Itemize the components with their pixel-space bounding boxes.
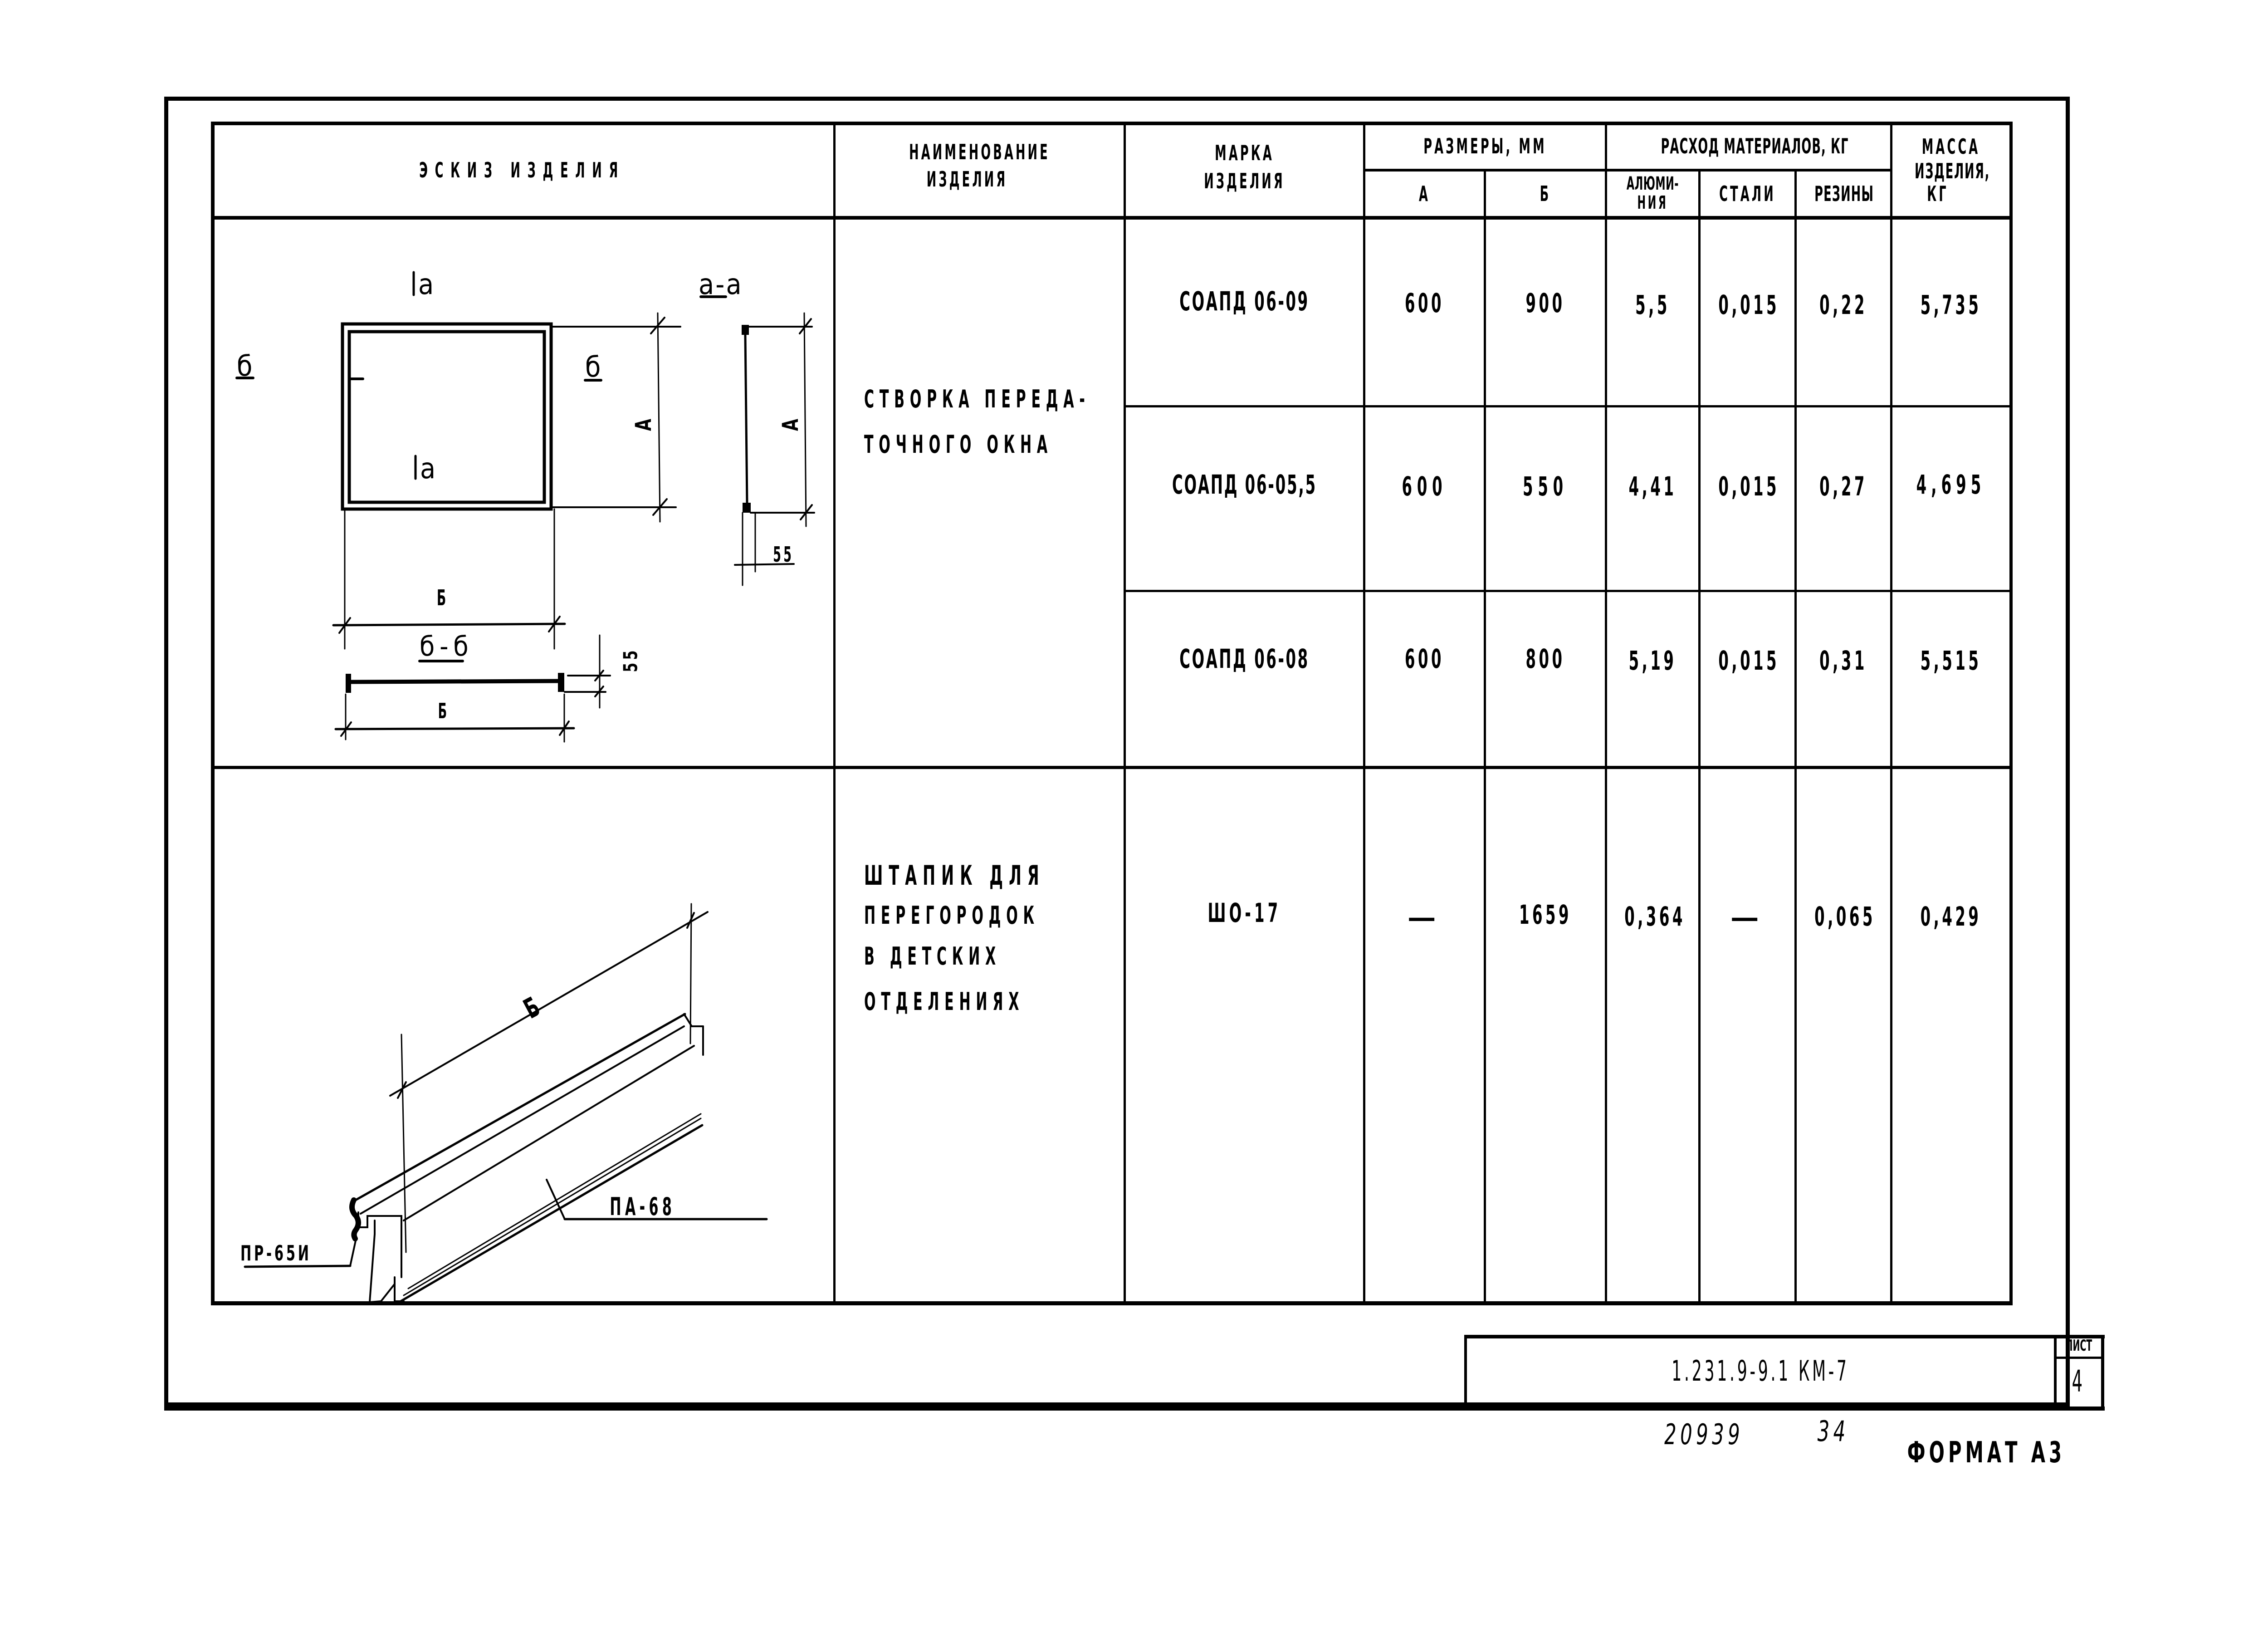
header-dim-a: А bbox=[1419, 181, 1430, 206]
section-b-title: б-б bbox=[420, 631, 474, 662]
cell-steel: — bbox=[1730, 902, 1765, 933]
title-block-top bbox=[1465, 1335, 2105, 1338]
cell-dim-a: 600 bbox=[1402, 471, 1447, 502]
cell-steel: 0,015 bbox=[1718, 289, 1780, 320]
drawing-frame bbox=[164, 97, 2070, 1407]
section-a-mark-top: а bbox=[418, 268, 439, 301]
cell-aluminium: 5,19 bbox=[1628, 645, 1677, 676]
section-a-mark-bottom: а bbox=[420, 452, 441, 485]
cell-rubber: 0,065 bbox=[1814, 901, 1876, 932]
title-block-bottom bbox=[164, 1407, 2105, 1411]
header-name-line1: Наименование bbox=[909, 140, 1050, 164]
document-code: 1.231.9-9.1 КМ-7 bbox=[1672, 1354, 1849, 1387]
col-divider-a bbox=[1363, 122, 1365, 1305]
cell-dim-b: 800 bbox=[1525, 643, 1565, 674]
label-pr-65i: ПР-65и bbox=[240, 1241, 312, 1265]
dim-55-label: 55 bbox=[773, 542, 794, 567]
col-divider-rubber bbox=[1794, 169, 1797, 1305]
header-rubber: резины bbox=[1814, 181, 1874, 206]
cell-mass: 5,515 bbox=[1920, 645, 1982, 676]
section-a-title: а-а bbox=[699, 268, 743, 301]
row-divider-2 bbox=[1124, 590, 2012, 592]
subheader-divider-dims bbox=[1363, 169, 1890, 172]
sheet-number: 4 bbox=[2072, 1364, 2086, 1399]
format-label: Формат А3 bbox=[1907, 1436, 2066, 1470]
item-name-line: Створка переда- bbox=[864, 385, 1090, 413]
sheet-label-divider bbox=[2055, 1357, 2102, 1359]
header-name-line2: изделия bbox=[926, 167, 1008, 191]
cell-steel: 0,015 bbox=[1718, 471, 1780, 502]
cell-aluminium: 5,5 bbox=[1635, 289, 1670, 320]
cell-mark: СОАПД 06-09 bbox=[1179, 286, 1310, 317]
header-materials: Расход материалов, кг bbox=[1661, 134, 1849, 158]
header-aluminium-line2: ния bbox=[1637, 192, 1668, 213]
header-mass-line2: изделия, bbox=[1915, 159, 1990, 183]
header-dim-b: Б bbox=[1540, 181, 1551, 206]
cell-mark: ШО-17 bbox=[1207, 897, 1281, 928]
table-top-border bbox=[211, 122, 2012, 125]
cell-steel: 0,015 bbox=[1718, 645, 1780, 676]
cell-dim-b: 550 bbox=[1523, 471, 1568, 502]
header-bottom-border bbox=[211, 216, 2012, 220]
item-name-line: перегородок bbox=[864, 901, 1040, 930]
title-block-left bbox=[1464, 1335, 1467, 1408]
item-name-line: Штапик для bbox=[864, 860, 1045, 892]
table-left-border bbox=[211, 122, 215, 1305]
header-sketch: Эскиз изделия bbox=[419, 158, 625, 182]
item-name-line: отделениях bbox=[864, 987, 1025, 1016]
cell-rubber: 0,27 bbox=[1819, 471, 1867, 502]
header-mass-line1: Масса bbox=[1921, 134, 1980, 159]
cell-mass: 5,735 bbox=[1920, 289, 1982, 320]
cell-dim-b: 900 bbox=[1525, 288, 1565, 319]
col-divider-name bbox=[833, 122, 836, 1305]
header-steel: стали bbox=[1719, 181, 1776, 206]
cell-aluminium: 0,364 bbox=[1624, 901, 1686, 932]
row-divider-1 bbox=[1124, 405, 2012, 407]
header-mass-line3: кг bbox=[1927, 181, 1949, 206]
cell-mark: СОАПД 06-05,5 bbox=[1172, 469, 1317, 500]
header-dimensions: Размеры, мм bbox=[1423, 134, 1547, 158]
label-pa-68: ПА-68 bbox=[610, 1192, 676, 1221]
cell-mass: 4,695 bbox=[1916, 469, 1986, 500]
col-divider-mark bbox=[1124, 122, 1126, 1305]
cell-rubber: 0,31 bbox=[1819, 645, 1867, 676]
cell-dim-b: 1659 bbox=[1519, 899, 1572, 930]
cell-dim-a: — bbox=[1407, 902, 1442, 933]
col-divider-steel bbox=[1698, 169, 1701, 1305]
sheet-label: Лист bbox=[2065, 1337, 2092, 1355]
dim-b-label: Б bbox=[436, 585, 449, 611]
col-divider-b bbox=[1484, 169, 1486, 1305]
cell-dim-a: 600 bbox=[1405, 288, 1444, 319]
section-b-mark-mid: б bbox=[585, 350, 606, 383]
inventory-number: 20939 bbox=[1664, 1418, 1744, 1451]
cell-aluminium: 4,41 bbox=[1628, 471, 1677, 502]
table-bottom-border bbox=[211, 1301, 2012, 1305]
page-number: 34 bbox=[1817, 1415, 1849, 1448]
cell-dim-a: 600 bbox=[1405, 643, 1444, 674]
cell-rubber: 0,22 bbox=[1819, 289, 1867, 320]
col-divider-mass bbox=[1890, 122, 1892, 1305]
cell-mark: СОАПД 06-08 bbox=[1179, 643, 1310, 674]
col-divider-aluminium bbox=[1605, 122, 1607, 1305]
section-b-mark-left: б bbox=[237, 349, 258, 382]
item-name-line: в детских bbox=[864, 942, 1002, 970]
cell-mass: 0,429 bbox=[1920, 901, 1982, 932]
dim-b-label-b: Б bbox=[438, 699, 450, 723]
item-name-line: точного окна bbox=[864, 430, 1053, 459]
title-block-sheet-divider bbox=[2054, 1335, 2057, 1408]
header-aluminium-line1: алюми- bbox=[1626, 173, 1679, 194]
header-mark-line1: Марка bbox=[1215, 141, 1274, 165]
table-right-border bbox=[2009, 122, 2013, 1305]
title-block-right bbox=[2101, 1335, 2104, 1408]
header-mark-line2: изделия bbox=[1204, 169, 1285, 193]
group-divider bbox=[211, 766, 2012, 769]
